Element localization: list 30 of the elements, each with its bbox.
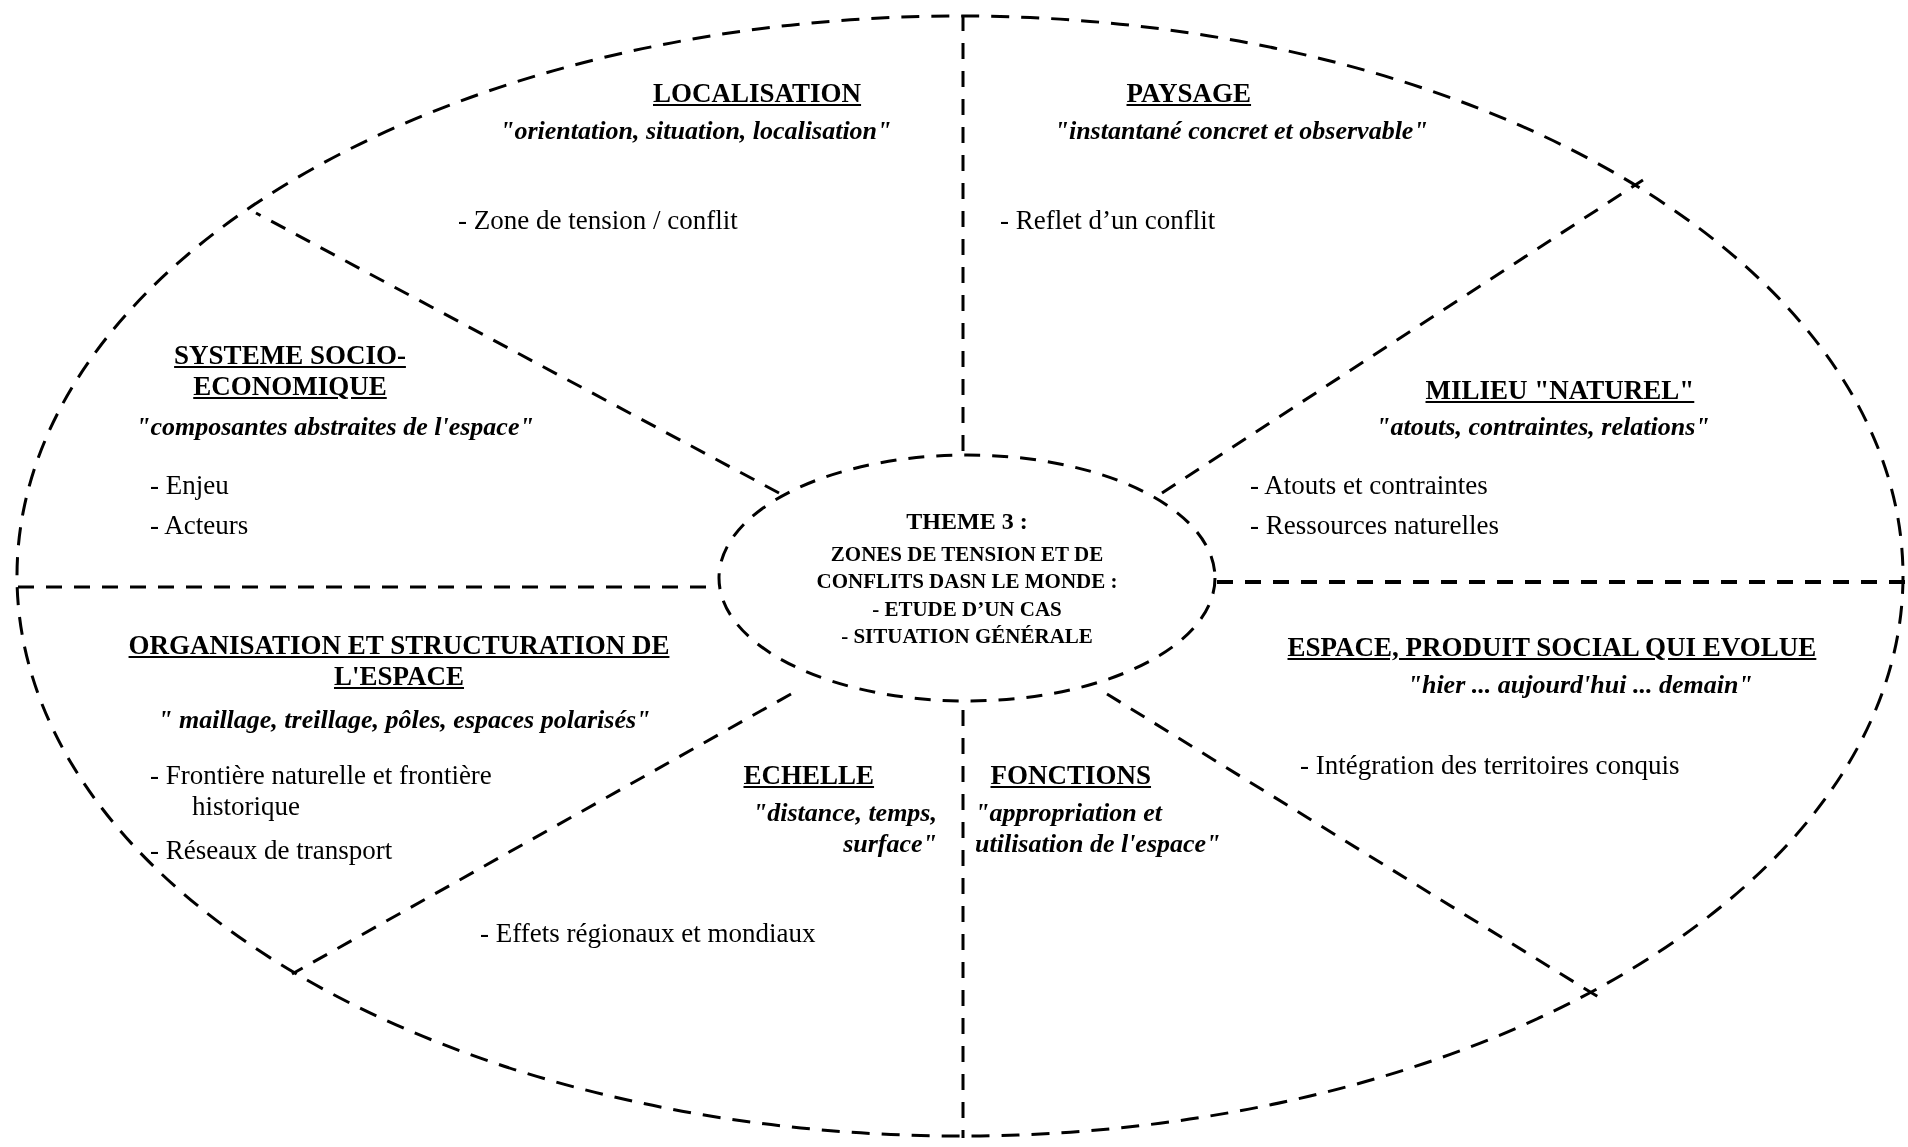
bullet-item: - Effets régionaux et mondiaux (480, 918, 816, 950)
bullet-item: - Acteurs (150, 510, 250, 542)
section-subtitle: "atouts, contraintes, relations" (1376, 412, 1710, 443)
section-heading: PAYSAGE (1126, 78, 1252, 110)
section-heading: ESPACE, PRODUIT SOCIAL QUI EVOLUE (1287, 632, 1817, 664)
section-heading: ECHELLE (743, 760, 875, 792)
section-subtitle: "appropriation et utilisation de l'espace" (975, 798, 1222, 860)
bullet-item: - Reflet d’un conflit (1000, 205, 1216, 237)
section-subtitle: " maillage, treillage, pôles, espaces polarisés" (158, 705, 651, 736)
section-subtitle: "composantes abstraites de l'espace" (136, 412, 534, 443)
theme-heading: THEME 3 : (906, 506, 1028, 536)
bullet-item: - Intégration des territoires conquis (1300, 750, 1680, 782)
bullet-item: - Ressources naturelles (1250, 510, 1499, 542)
theme-text: - SITUATION GÉNÉRALE (841, 622, 1093, 650)
section-subtitle: "distance, temps, surface" (751, 798, 937, 860)
section-heading: SYSTEME SOCIO-ECONOMIQUE (173, 340, 407, 403)
bullet-item: - Réseaux de transport (150, 835, 393, 867)
section-heading: ORGANISATION ET STRUCTURATION DE L'ESPACE (127, 630, 671, 693)
section-subtitle: "orientation, situation, localisation" (500, 116, 892, 147)
theme-text: - ETUDE D’UN CAS (872, 595, 1062, 623)
bullet-item: - Frontière naturelle et frontière historique (150, 760, 492, 823)
section-heading: MILIEU "NATUREL" (1425, 375, 1695, 407)
section-heading: FONCTIONS (990, 760, 1152, 792)
bullet-item: - Enjeu (150, 470, 230, 502)
section-subtitle: "hier ... aujourd'hui ... demain" (1407, 670, 1753, 701)
bullet-item: - Zone de tension / conflit (458, 205, 738, 237)
section-heading: LOCALISATION (653, 78, 862, 110)
section-subtitle: "instantané concret et observable" (1054, 116, 1428, 147)
bullet-item: - Atouts et contraintes (1250, 470, 1488, 502)
theme-text: ZONES DE TENSION ET DE CONFLITS DASN LE MONDE : (815, 541, 1119, 596)
